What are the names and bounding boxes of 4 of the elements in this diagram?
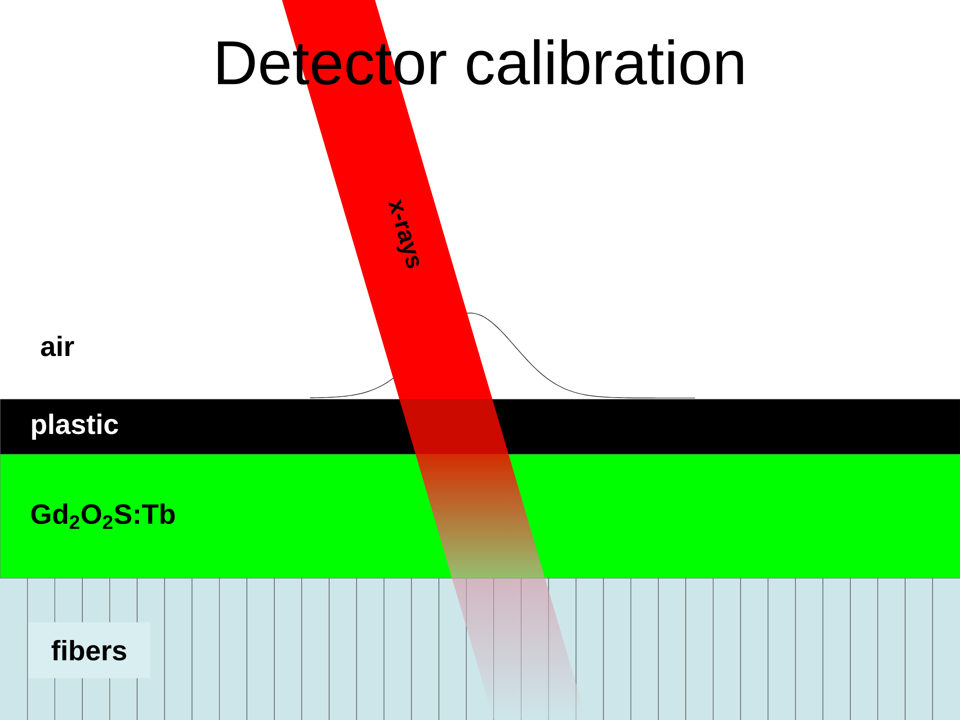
fibers-label: fibers [28,622,150,678]
phosphor-layer: Gd$_{2}$O$_{2}$S:Tb [0,454,960,578]
plastic-layer: plastic [0,399,960,454]
layer-label: air [41,336,74,356]
